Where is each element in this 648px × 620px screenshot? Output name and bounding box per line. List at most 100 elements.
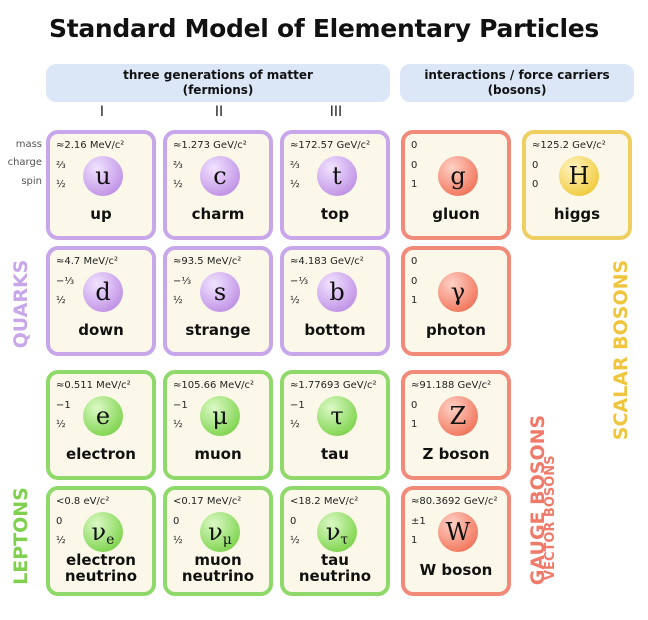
mass-value: <0.8 eV/c² (56, 496, 110, 507)
charge-value: 0 (411, 400, 418, 411)
charge-value: −1 (173, 400, 188, 411)
symbol-main: ν (325, 518, 341, 546)
interactions-header-line2: (bosons) (487, 83, 547, 97)
charge-value: 0 (290, 516, 297, 527)
particle-name: charm (191, 205, 245, 223)
symbol-subscript: μ (222, 532, 232, 548)
spin-value: ½ (56, 295, 66, 306)
particle-card-up: ≈2.16 MeV/c² ⅔ ½ u up (46, 130, 156, 240)
spin-value: ½ (56, 535, 66, 546)
spin-value: 1 (411, 295, 418, 306)
mass-value: ≈1.273 GeV/c² (173, 140, 247, 151)
particle-name: muon (194, 445, 242, 463)
spin-value: ½ (290, 179, 300, 190)
particle-card-strange: ≈93.5 MeV/c² −⅓ ½ s strange (163, 246, 273, 356)
generation-2-label: II (214, 104, 224, 120)
mass-value: ≈172.57 GeV/c² (290, 140, 371, 151)
mass-value: <18.2 MeV/c² (290, 496, 359, 507)
particle-card-charm: ≈1.273 GeV/c² ⅔ ½ c charm (163, 130, 273, 240)
mass-value: ≈0.511 MeV/c² (56, 380, 131, 391)
particle-symbol: d (83, 272, 123, 312)
spin-value: 1 (411, 535, 418, 546)
spin-value: ½ (173, 295, 183, 306)
symbol-subscript: e (106, 532, 115, 548)
particle-name: muon neutrino (167, 552, 269, 584)
particle-name: W boson (419, 561, 493, 579)
page-title: Standard Model of Elementary Particles (48, 14, 599, 43)
spin-value: 1 (411, 179, 418, 190)
spin-value: ½ (173, 535, 183, 546)
particle-card-w-boson: ≈80.3692 GeV/c² ±1 1 W W boson (401, 486, 511, 596)
particle-name-line1: electron (66, 551, 136, 569)
particle-name: top (320, 205, 350, 223)
particle-symbol: W (438, 512, 478, 552)
particle-name-line2: neutrino (64, 567, 138, 585)
particle-symbol: μ (200, 396, 240, 436)
quarks-label: QUARKS (10, 259, 32, 349)
particle-symbol: Z (438, 396, 478, 436)
particle-card-bottom: ≈4.183 GeV/c² −⅓ ½ b bottom (280, 246, 390, 356)
mass-value: ≈125.2 GeV/c² (532, 140, 606, 151)
particle-name: down (78, 321, 124, 339)
symbol-subscript: τ (340, 532, 349, 548)
charge-value: −⅓ (56, 276, 75, 287)
spin-label: spin (21, 176, 42, 187)
particle-symbol: g (438, 156, 478, 196)
charge-value: ⅔ (56, 160, 66, 171)
mass-value: ≈4.183 GeV/c² (290, 256, 364, 267)
spin-value: ½ (290, 419, 300, 430)
spin-value: 1 (411, 419, 418, 430)
scalar-bosons-label: SCALAR BOSONS (610, 259, 632, 441)
particle-card-tau-neutrino: <18.2 MeV/c² 0 ½ ντ tau neutrino (280, 486, 390, 596)
particle-symbol: νμ (200, 512, 240, 552)
particle-symbol: γ (438, 272, 478, 312)
particle-symbol: s (200, 272, 240, 312)
particle-card-top: ≈172.57 GeV/c² ⅔ ½ t top (280, 130, 390, 240)
spin-value: ½ (56, 419, 66, 430)
particle-name: electron neutrino (50, 552, 152, 584)
mass-value: <0.17 MeV/c² (173, 496, 242, 507)
particle-name-line1: tau (321, 551, 349, 569)
spin-value: ½ (173, 419, 183, 430)
charge-label: charge (7, 157, 42, 168)
generation-1-label: I (99, 104, 105, 120)
matter-header-line1: three generations of matter (123, 68, 313, 82)
spin-value: ½ (173, 179, 183, 190)
particle-symbol: t (317, 156, 357, 196)
particle-name: gluon (432, 205, 480, 223)
particle-card-gluon: 0 0 1 g gluon (401, 130, 511, 240)
particle-symbol: H (559, 156, 599, 196)
particle-card-z-boson: ≈91.188 GeV/c² 0 1 Z Z boson (401, 370, 511, 480)
particle-card-higgs: ≈125.2 GeV/c² 0 0 H higgs (522, 130, 632, 240)
mass-value: ≈2.16 MeV/c² (56, 140, 125, 151)
charge-value: −1 (290, 400, 305, 411)
particle-card-muon: ≈105.66 MeV/c² −1 ½ μ muon (163, 370, 273, 480)
particle-card-electron: ≈0.511 MeV/c² −1 ½ e electron (46, 370, 156, 480)
spin-value: ½ (56, 179, 66, 190)
particle-symbol: b (317, 272, 357, 312)
particle-symbol: e (83, 396, 123, 436)
charge-value: 0 (532, 160, 539, 171)
particle-name: strange (185, 321, 251, 339)
particle-card-muon-neutrino: <0.17 MeV/c² 0 ½ νμ muon neutrino (163, 486, 273, 596)
particle-symbol: u (83, 156, 123, 196)
particle-name: up (90, 205, 112, 223)
mass-value: 0 (411, 256, 418, 267)
generation-3-label: III (329, 104, 343, 120)
particle-symbol: c (200, 156, 240, 196)
symbol-main: ν (208, 518, 223, 546)
particle-name: higgs (553, 205, 601, 223)
particle-symbol: ντ (317, 512, 357, 552)
symbol-main: ν (91, 518, 107, 546)
mass-value: ≈80.3692 GeV/c² (411, 496, 498, 507)
mass-value: ≈105.66 MeV/c² (173, 380, 255, 391)
charge-value: 0 (411, 276, 418, 287)
particle-name-line1: muon (194, 551, 242, 569)
charge-value: ⅔ (290, 160, 300, 171)
matter-header-line2: (fermions) (182, 83, 254, 97)
particle-card-photon: 0 0 1 γ photon (401, 246, 511, 356)
spin-value: ½ (290, 535, 300, 546)
charge-value: 0 (411, 160, 418, 171)
mass-value: ≈91.188 GeV/c² (411, 380, 492, 391)
charge-value: −1 (56, 400, 71, 411)
